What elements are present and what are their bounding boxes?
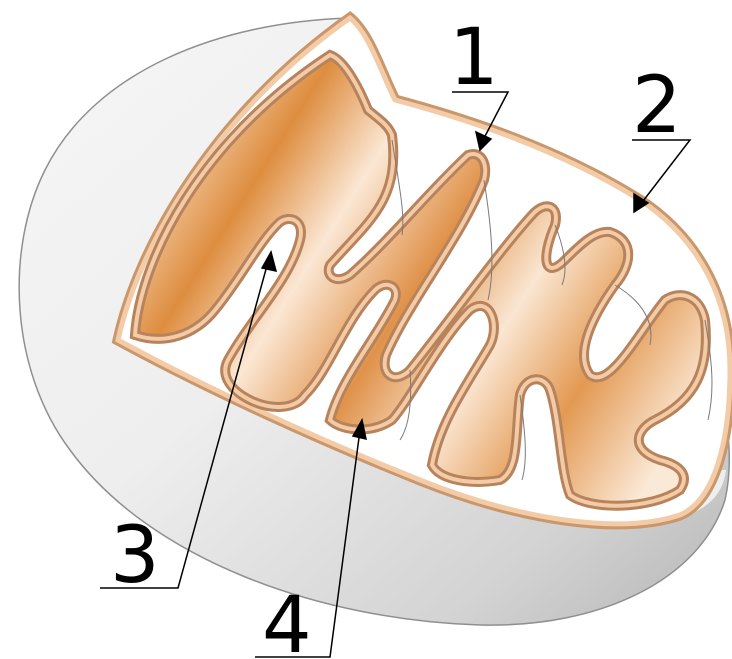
crista-depth-lines [391,139,713,481]
pointer-3 [100,250,278,589]
pointer-4 [255,417,367,658]
inner-membrane-highlight [132,52,708,508]
label-2: 2 [632,61,682,151]
label-4: 4 [262,581,312,659]
pointer-1 [452,91,510,152]
pointer-2 [632,139,692,214]
label-1: 1 [449,13,499,103]
label-3: 3 [110,511,160,601]
